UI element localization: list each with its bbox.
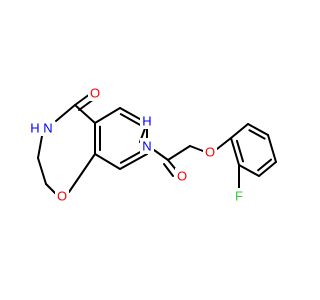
bond-single bbox=[37, 135, 43, 159]
atom-label-ring-o: O bbox=[57, 189, 67, 204]
bond-single bbox=[167, 145, 191, 161]
bond-single bbox=[94, 153, 121, 170]
label-bg bbox=[55, 188, 69, 204]
label-bg bbox=[88, 85, 102, 101]
structure-canvas: H N O O H N O O F bbox=[28, 85, 277, 204]
atom-label-ring-nh-h: H bbox=[30, 121, 39, 136]
label-bg bbox=[140, 113, 154, 129]
bond-double-inner bbox=[235, 139, 245, 163]
label-bg bbox=[28, 120, 42, 136]
bond-layer bbox=[37, 93, 277, 195]
label-bg bbox=[41, 120, 55, 136]
bond-single bbox=[55, 104, 76, 122]
bond-single bbox=[230, 123, 249, 139]
bond-single bbox=[94, 107, 121, 124]
bond-single bbox=[45, 183, 57, 195]
bond-double bbox=[74, 93, 91, 106]
atom-label-ring-n: N bbox=[43, 121, 52, 136]
atom-label-ketone-o: O bbox=[90, 86, 100, 101]
atom-label-ether-o: O bbox=[205, 145, 215, 160]
bond-single bbox=[153, 149, 169, 161]
atom-label-amide-o: O bbox=[177, 169, 187, 184]
bond-double-inner bbox=[248, 129, 266, 140]
bond-single bbox=[247, 123, 269, 136]
bond-single bbox=[37, 157, 47, 185]
bond-single bbox=[189, 145, 204, 152]
atom-label-fluorine: F bbox=[235, 189, 243, 204]
label-bg bbox=[203, 144, 217, 160]
bond-single bbox=[230, 137, 240, 166]
bond-double-inner bbox=[119, 113, 143, 127]
bond-single bbox=[267, 134, 277, 163]
bond-single bbox=[238, 164, 260, 177]
bond-double-inner bbox=[163, 163, 174, 177]
bond-double-inner bbox=[257, 158, 273, 172]
bond-single bbox=[216, 137, 232, 150]
label-bg bbox=[140, 138, 154, 154]
bond-single bbox=[258, 161, 277, 177]
label-bg bbox=[232, 188, 246, 204]
atom-label-amide-nh-h: H bbox=[142, 114, 151, 129]
bond-single bbox=[68, 153, 96, 193]
bond-double-inner bbox=[119, 150, 143, 164]
bond-single bbox=[74, 104, 96, 124]
atom-label-layer: H N O O H N O O F bbox=[28, 85, 246, 204]
atom-label-amide-n: N bbox=[142, 139, 151, 154]
bond-single bbox=[119, 153, 148, 170]
label-bg bbox=[175, 168, 189, 184]
molecule-structure: H N O O H N O O F bbox=[28, 85, 277, 204]
